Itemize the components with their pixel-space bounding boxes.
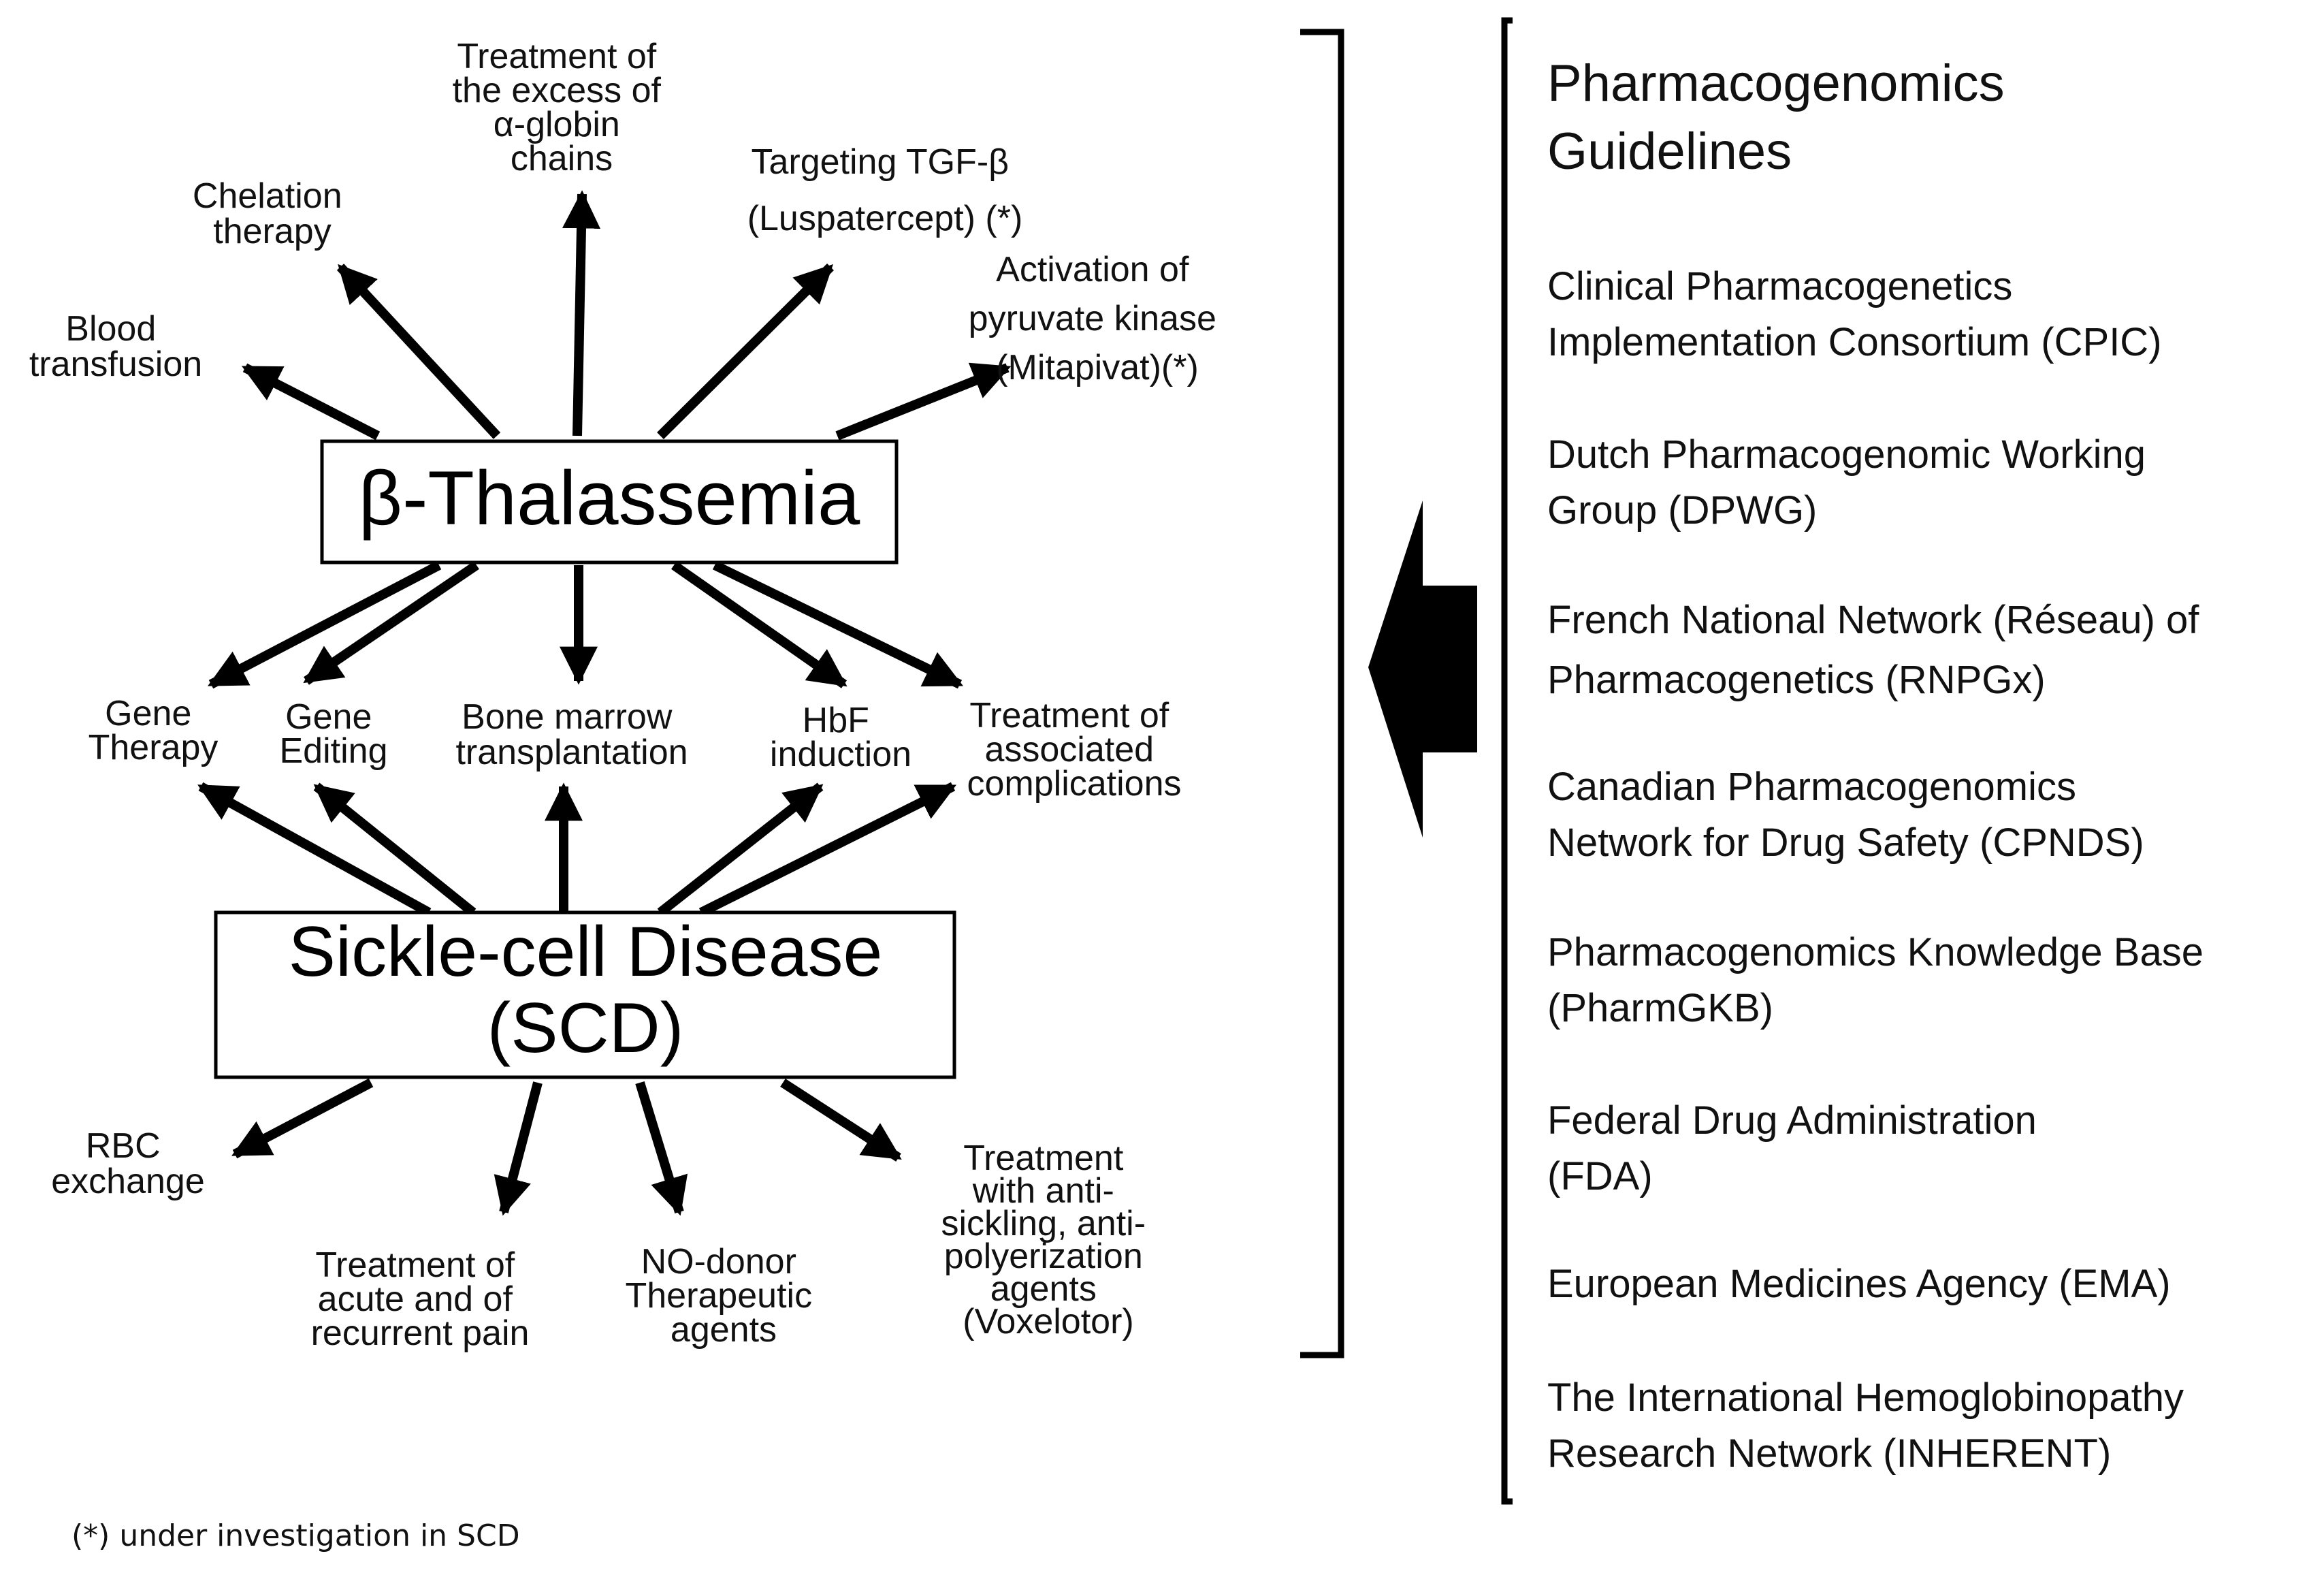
alpha-globin-label: Treatment of the excess of α-globin chai…: [453, 37, 671, 178]
thal-up-arrows: [242, 190, 1012, 441]
tgf-beta-label: Targeting TGF-β (Luspatercept) (*): [747, 142, 1023, 238]
hbf-label: HbF induction: [770, 701, 911, 774]
guideline-cpnds: Canadian Pharmacogenomics Network for Dr…: [1547, 765, 2144, 865]
arrow-to-pyruvate-kinase: [835, 362, 1012, 441]
arrow-to-tgf-beta: [657, 264, 834, 439]
thal-label: β-Thalassemia: [359, 456, 860, 541]
guideline-cpic: Clinical Pharmacogenetics Implementation…: [1547, 264, 2162, 364]
scd-only-labels: RBC exchange Treatment of acute and of r…: [51, 1126, 1155, 1353]
scd-label-line2: (SCD): [487, 989, 684, 1068]
arrow-thal-to-gene-therapy: [208, 560, 442, 689]
arrow-to-no-donor: [635, 1081, 688, 1216]
guideline-ema: European Medicines Agency (EMA): [1547, 1262, 2171, 1306]
arrow-thal-to-complications: [712, 560, 964, 689]
arrow-thal-to-gene-editing: [303, 561, 479, 685]
arrow-scd-to-hbf: [657, 782, 824, 917]
arrow-to-pain: [494, 1081, 543, 1216]
arrow-scd-to-gene-therapy: [197, 782, 432, 917]
guidelines-arrow: [1368, 500, 1477, 838]
guidelines-title: Pharmacogenomics Guidelines: [1547, 54, 2019, 180]
scd-box: [214, 910, 956, 1079]
thal-down-arrows: [208, 560, 964, 689]
arrow-to-anti-sickling: [780, 1079, 902, 1162]
arrow-to-blood-transfusion: [242, 363, 381, 441]
thal-box: [320, 439, 899, 564]
no-donor-label: NO-donor Therapeutic agents: [625, 1242, 822, 1350]
arrow-to-rbc-exchange: [231, 1078, 374, 1159]
thal-only-labels: Blood transfusion Chelation therapy Trea…: [29, 37, 1227, 387]
footnote: (*) under investigation in SCD: [71, 1518, 520, 1553]
arrow-scd-to-gene-editing: [313, 782, 477, 917]
blood-transfusion-label: Blood transfusion: [29, 309, 202, 384]
shared-labels: Gene Therapy Gene Editing Bone marrow tr…: [88, 694, 1182, 804]
arrow-thal-to-hbf: [671, 561, 848, 688]
anti-sickling-label: Treatment with anti- sickling, anti- pol…: [941, 1139, 1155, 1341]
gene-editing-label: Gene Editing: [280, 697, 388, 771]
rbc-exchange-label: RBC exchange: [51, 1126, 205, 1201]
arrow-to-chelation: [336, 264, 501, 439]
chelation-label: Chelation therapy: [193, 176, 352, 251]
guideline-rnpgx: French National Network (Réseau) of Phar…: [1547, 598, 2210, 702]
gene-therapy-label: Gene Therapy: [88, 694, 219, 767]
guideline-inherent: The International Hemoglobinopathy Resea…: [1547, 1375, 2195, 1476]
arrow-to-alpha-globin: [562, 190, 601, 436]
arrow-scd-to-complications: [698, 782, 957, 917]
scd-down-arrows: [231, 1078, 902, 1216]
guideline-pharmgkb: Pharmacogenomics Knowledge Base (PharmGK…: [1547, 930, 2214, 1030]
scd-up-arrows: [197, 782, 957, 917]
guidelines-panel: Pharmacogenomics Guidelines Clinical Pha…: [1547, 54, 2214, 1476]
diagram-bracket: [1300, 29, 1344, 1358]
guideline-fda: Federal Drug Administration (FDA): [1547, 1098, 2048, 1198]
guideline-dpwg: Dutch Pharmacogenomic Working Group (DPW…: [1547, 432, 2157, 532]
pyruvate-kinase-label: Activation of pyruvate kinase (Mitapivat…: [969, 250, 1227, 387]
pain-label: Treatment of acute and of recurrent pain: [311, 1245, 530, 1353]
bone-marrow-label: Bone marrow transplantation: [455, 697, 688, 772]
scd-label-line1: Sickle-cell Disease: [289, 912, 883, 991]
guidelines-bracket: [1501, 17, 1513, 1505]
complications-label: Treatment of associated complications: [967, 696, 1181, 804]
